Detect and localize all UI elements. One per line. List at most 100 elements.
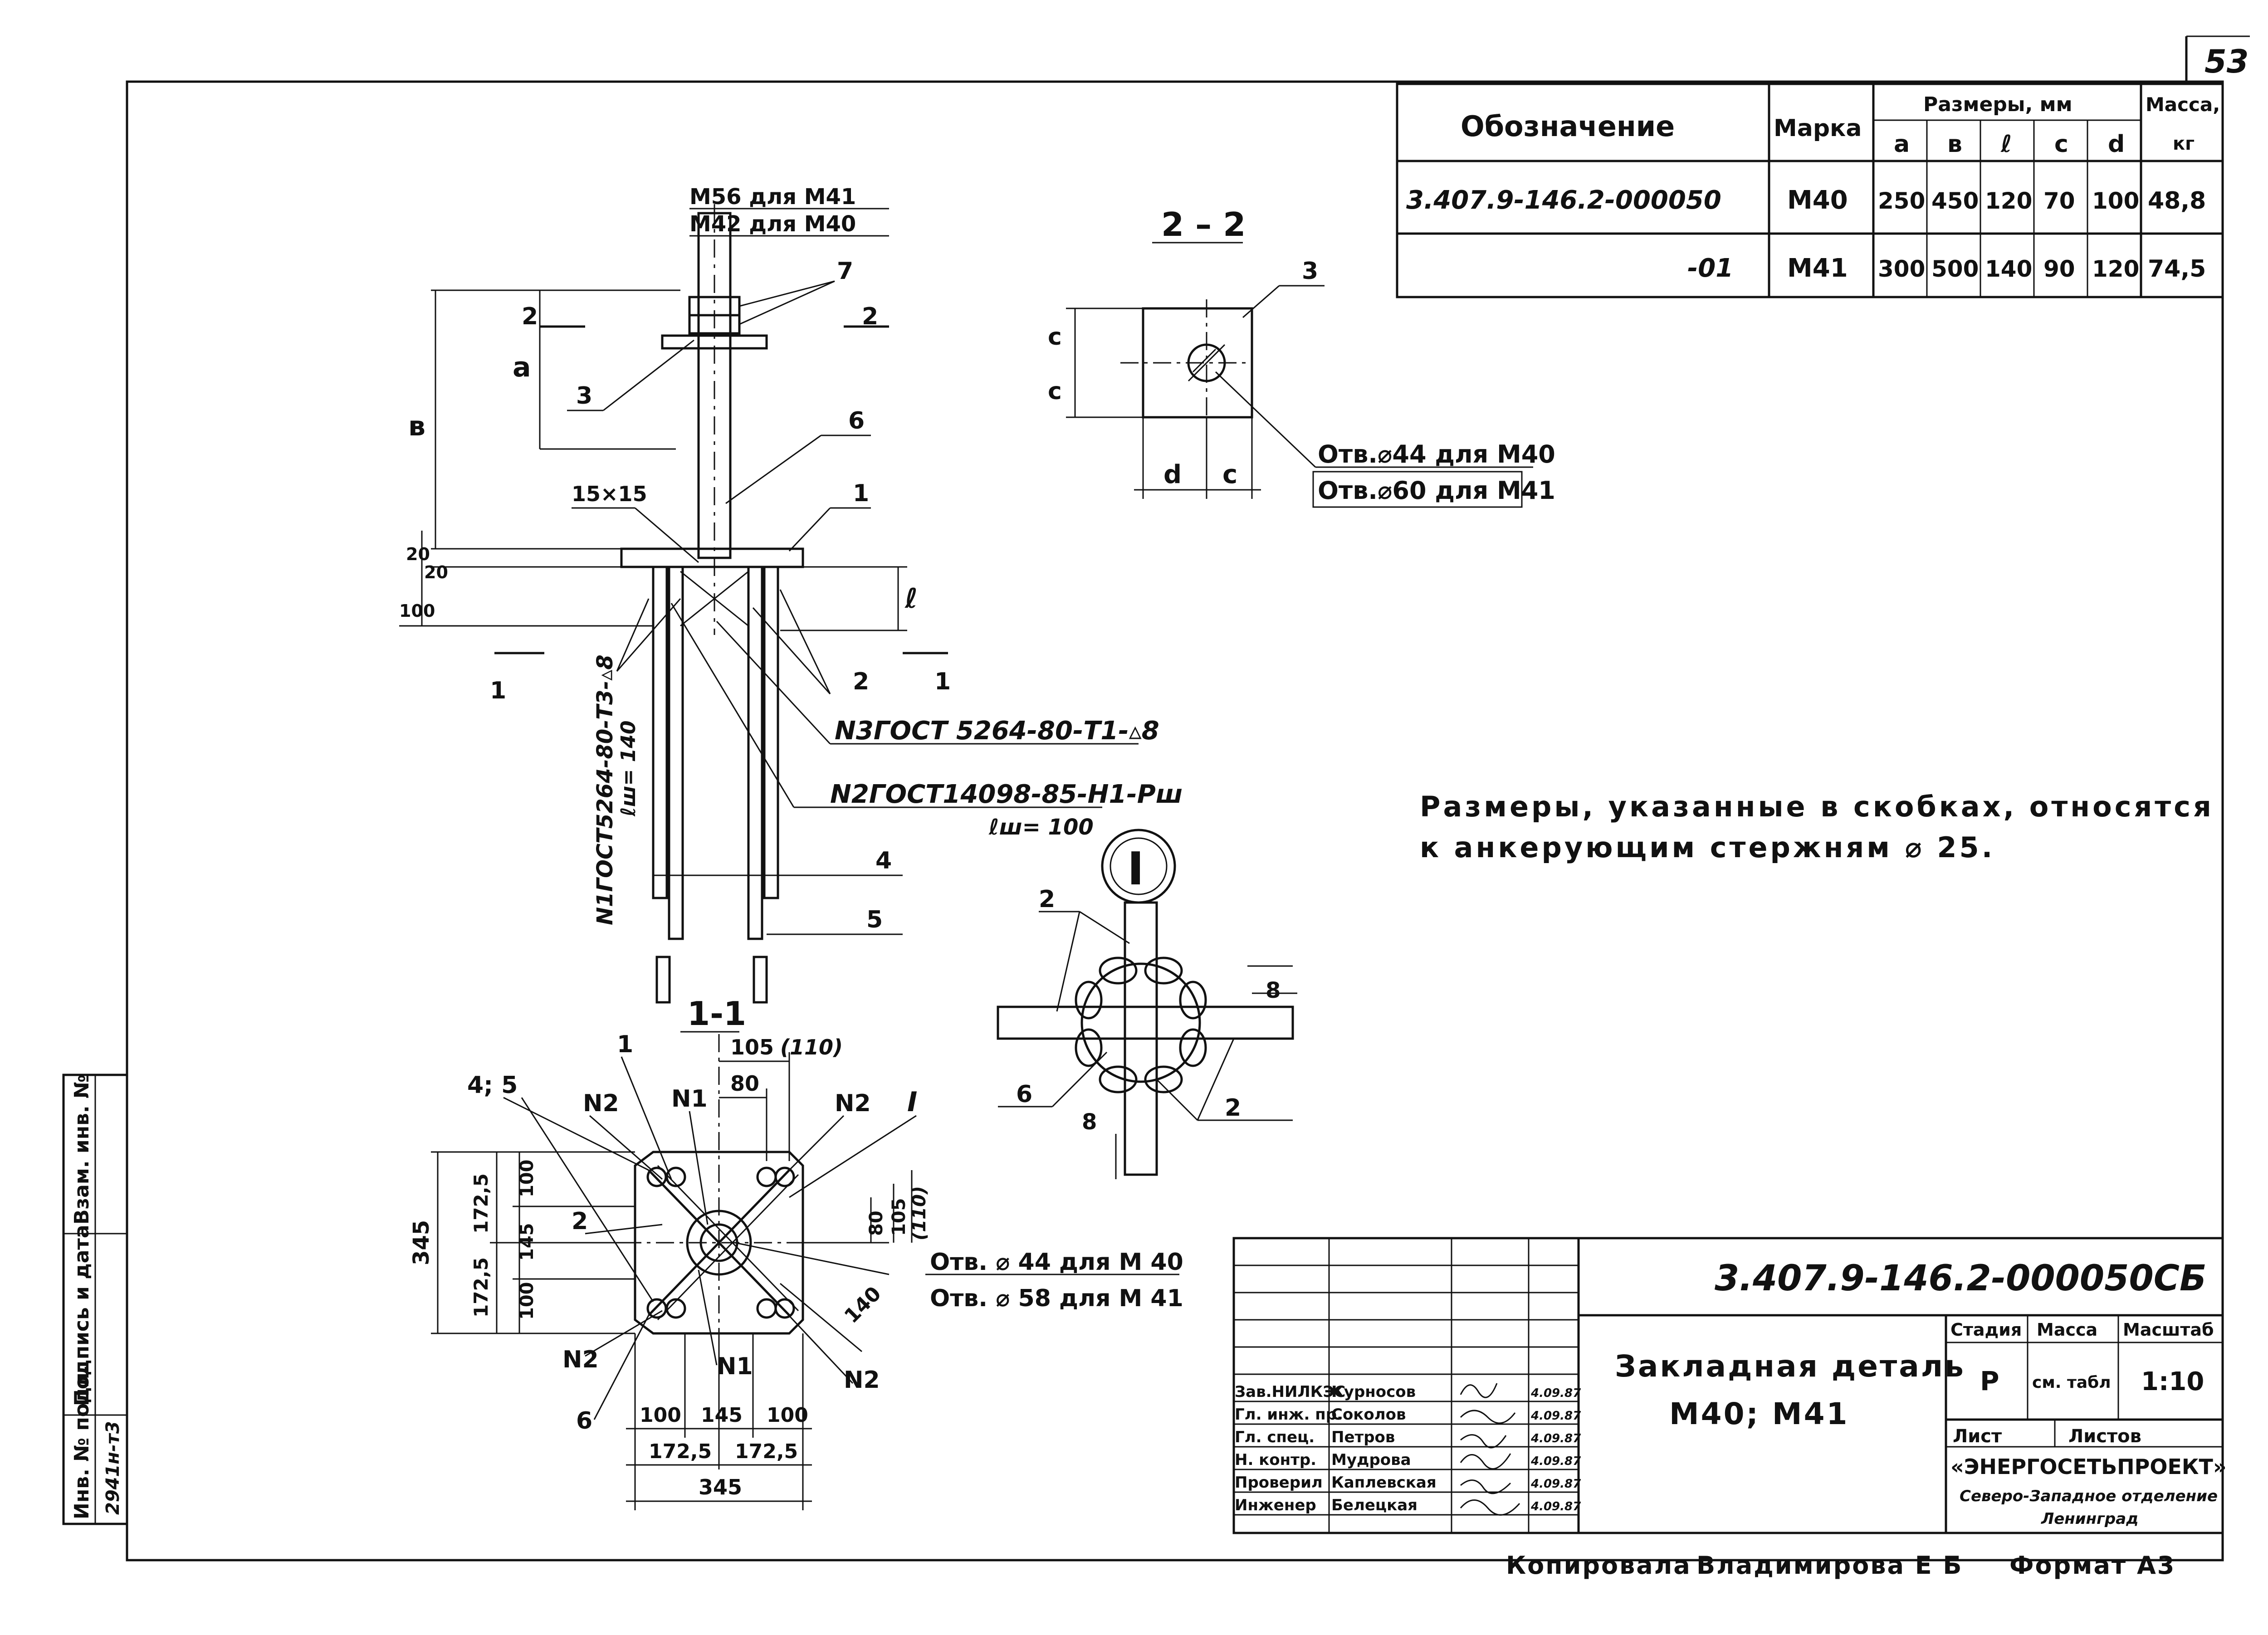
b345: 345: [699, 1475, 742, 1499]
stamp-replace-label: Взам. инв. №: [70, 1074, 93, 1225]
dim-c3: c: [1222, 460, 1237, 489]
sheet-label: Лист: [1953, 1426, 2002, 1447]
col-d: d: [2108, 131, 2125, 158]
row1-c: 70: [2043, 188, 2075, 214]
spec-table: Обозначение Марка Размеры, мм Масса, кг …: [1396, 83, 2224, 298]
sig-name-5: Белецкая: [1331, 1496, 1418, 1514]
sig-name-1: Соколов: [1331, 1406, 1406, 1424]
signature-scribble: [1460, 1410, 1516, 1424]
signature-scribble: [1460, 1383, 1498, 1398]
copied-label: Копировала: [1506, 1551, 1691, 1580]
s11-pos6: 6: [576, 1407, 592, 1435]
mass-value: см. табл: [2032, 1373, 2111, 1392]
elevation-view: в a ℓ 20 20 100 М56 для М41 М42 для М40 …: [399, 184, 1183, 1004]
row2-mark: М41: [1787, 254, 1848, 283]
weld-n2-label: N2ГОСТ14098-85-Н1-Рш: [830, 780, 1183, 809]
row2-a: 300: [1878, 256, 1925, 282]
weld-n1-label: N1ГОСТ5264-80-Т3-▵8: [592, 654, 618, 925]
washer-plate: [661, 334, 768, 350]
dim-100: 100: [399, 601, 435, 621]
dim345v: 345: [409, 1220, 434, 1265]
row1-l: 120: [1985, 188, 2032, 214]
title-line2: М40; М41: [1669, 1396, 1849, 1431]
pos4-label: 4: [875, 847, 892, 874]
b1725a: 172,5: [649, 1440, 712, 1463]
detail-dim8b: 8: [1082, 1109, 1097, 1135]
s11-pos1: 1: [617, 1031, 633, 1058]
row1-designation: 3.407.9-146.2-000050: [1406, 185, 1721, 215]
dim1725a: 172,5: [470, 1173, 492, 1234]
row2-designation: -01: [1687, 254, 1733, 283]
dim-20a: 20: [406, 544, 430, 564]
s11-n2a: N2: [583, 1090, 619, 1117]
detail-dim8a: 8: [1266, 978, 1281, 1003]
org-branch: Северо-Западное отделение: [1960, 1487, 2218, 1505]
general-note: Размеры, указанные в скобках, относятся …: [1420, 790, 2211, 864]
sig-date-1: 4.09.87: [1530, 1409, 1581, 1423]
sig-role-0: Зав.НИЛКЭС: [1235, 1383, 1345, 1401]
weld-n1-length: ℓш= 140: [617, 720, 640, 817]
s11-n1b: N1: [717, 1353, 753, 1380]
signature-scribble: [1460, 1499, 1520, 1516]
stamp-inv-value: 2941н-т3: [103, 1421, 123, 1515]
org-name: «ЭНЕРГОСЕТЬПРОЕКТ»: [1950, 1454, 2227, 1479]
stage-value: Р: [1980, 1366, 1999, 1396]
dim-l: ℓ: [904, 583, 918, 615]
sig-date-0: 4.09.87: [1530, 1386, 1581, 1400]
sig-role-4: Проверил: [1235, 1474, 1323, 1492]
row2-l: 140: [1985, 256, 2032, 282]
dim-a: a: [513, 351, 531, 383]
dim105: 105: [730, 1035, 774, 1059]
sheet-number: 53: [2204, 43, 2248, 80]
sig-date-4: 4.09.87: [1530, 1477, 1581, 1491]
pos3-label: 3: [576, 382, 592, 410]
s11-n2c: N2: [562, 1346, 599, 1373]
header-designation: Обозначение: [1461, 110, 1675, 143]
detail-pos2a: 2: [1039, 886, 1055, 913]
s11-pos2: 2: [572, 1208, 588, 1235]
sig-role-5: Инженер: [1235, 1496, 1316, 1514]
col-b: в: [1947, 131, 1962, 158]
row1-d: 100: [2092, 188, 2139, 214]
section11-title: 1-1: [687, 995, 746, 1033]
dim1725b: 172,5: [470, 1257, 492, 1318]
dim-v110: (110): [909, 1186, 930, 1240]
dim-c2: c: [1048, 378, 1062, 405]
detail-pos6: 6: [1016, 1081, 1032, 1108]
mass-label: Масса: [2037, 1320, 2097, 1340]
section-2-2: 2 – 2 c c d c 3 Отв.⌀44 для М40 Отв.⌀60 …: [1048, 205, 1555, 508]
dim-v105: 105: [889, 1198, 909, 1236]
cut2-left: 2: [522, 303, 538, 330]
dim-c1: c: [1048, 323, 1062, 351]
s11-hole-m40: Отв. ⌀ 44 для М 40: [930, 1249, 1183, 1276]
header-sizes: Размеры, мм: [1923, 93, 2072, 116]
label-m56: М56 для М41: [689, 184, 856, 210]
detail-I: I 2 2 6 8 8: [997, 829, 1297, 1179]
row1-mass: 48,8: [2148, 187, 2206, 215]
dim100a: 100: [517, 1160, 538, 1198]
signature-scribble: [1460, 1434, 1507, 1449]
col-l: ℓ: [2000, 131, 2012, 158]
org-city: Ленинград: [2041, 1510, 2139, 1528]
title-block: Зав.НИЛКЭС Курносов 4.09.87 Гл. инж. пр.…: [1232, 1237, 2227, 1534]
stamp-sign-label: Подпись и дата: [70, 1225, 93, 1406]
b100a: 100: [640, 1404, 681, 1427]
cut1-left: 1: [490, 677, 506, 704]
stamp-inv-label: Инв. № подл.: [70, 1365, 93, 1519]
cut1-right: 1: [934, 668, 951, 695]
weld-15x15: 15×15: [572, 482, 647, 506]
scale-value: 1:10: [2141, 1367, 2204, 1396]
b1725b: 172,5: [735, 1440, 798, 1463]
s11-marker-i: I: [907, 1086, 917, 1118]
central-bar: [1080, 962, 1201, 1083]
copier-name: Владимирова Е Б: [1696, 1551, 1963, 1580]
header-mark: Марка: [1774, 115, 1862, 142]
row1-a: 250: [1878, 188, 1925, 214]
row1-mark: М40: [1787, 185, 1848, 215]
section-1-1: 1-1 105 (110) 80 80: [409, 995, 1183, 1510]
sig-name-3: Мудрова: [1331, 1451, 1411, 1469]
base-plate-plan: [634, 1151, 804, 1335]
footer: Копировала Владимирова Е Б Формат А3: [1506, 1551, 2174, 1580]
dim80: 80: [730, 1071, 759, 1096]
dim140: 140: [840, 1282, 886, 1328]
